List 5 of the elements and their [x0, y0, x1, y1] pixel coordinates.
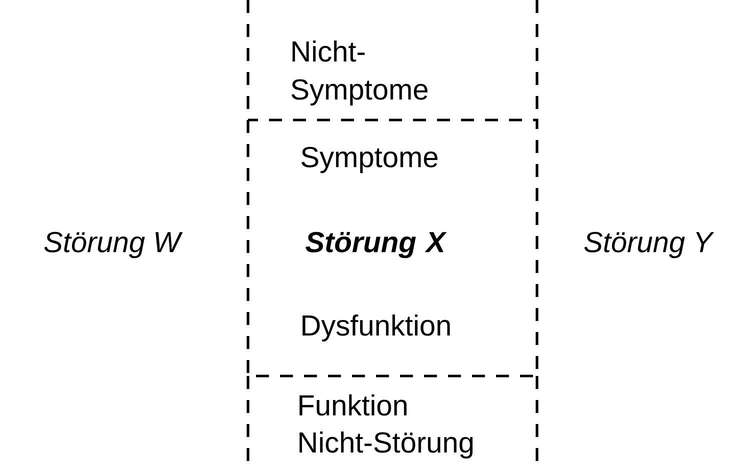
band: Funktion Nicht-Störung: [246, 376, 538, 467]
band: Nicht-Symptome: [246, 0, 538, 120]
band: Symptome Störung X Dysfunktion: [246, 118, 538, 378]
label: Störung Y: [584, 232, 714, 258]
label: Störung W: [44, 232, 183, 258]
